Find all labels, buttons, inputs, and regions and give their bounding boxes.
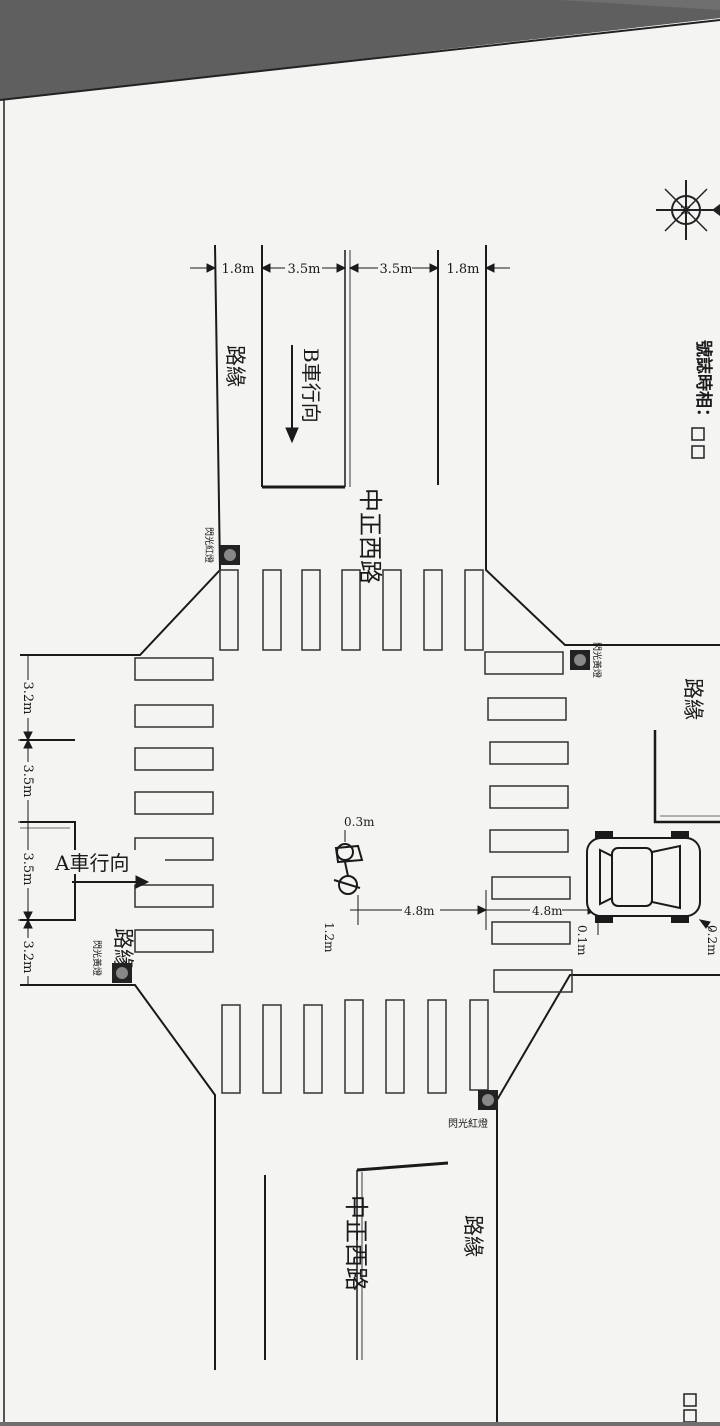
dim-moto-width: 0.3m [344,815,375,829]
vehicle-a-label: A車行向 [54,851,129,875]
dim-top-lane-2: 3.5m [379,262,412,277]
signal-nw-label: 閃光紅燈 [203,527,215,563]
signal-phase-label: 號誌時相： [693,340,714,425]
dim-top-lane-1: 3.5m [287,262,320,277]
road-name-north: 中正西路 [356,488,384,584]
car-icon [586,831,701,923]
curb-label-ne: 路緣 [681,678,705,720]
dim-center-to-car: 4.8m [532,904,563,918]
crosswalk-north [219,569,484,651]
dim-west-1: 3.2m [20,681,35,714]
west-dim-bg-4 [20,938,38,976]
dim-west-3: 3.5m [20,852,35,885]
signal-sw [112,963,132,983]
top-dimension-lines [190,263,510,273]
vehicle-a-label-bg [55,850,165,874]
signal-ne-label: 閃光黃燈 [591,642,603,678]
dim-moto-to-center: 4.8m [404,904,435,918]
dim-car-side: 0.2m [705,925,719,956]
dim-moto-offset: 1.2m [322,922,336,953]
compass-letter: N [678,205,692,216]
vehicle-b-arrow [285,345,299,444]
signal-nw [220,545,240,565]
west-dim-bg-2 [20,762,38,800]
paper-sheet [0,18,720,1422]
signal-sw-label: 閃光黃燈 [91,940,103,976]
dim-car-offset: 0.1m [575,925,589,956]
dim-top-curb-left: 1.8m [221,262,254,277]
signal-se [478,1090,498,1110]
motorcycle-icon [333,843,364,895]
crosswalk-west [134,657,214,953]
dim-west-2: 3.5m [20,764,35,797]
west-dim-bg-1 [20,680,38,718]
car-dim-lines [597,919,713,935]
vehicle-a-arrow [72,875,150,889]
curb-label-se: 路緣 [461,1215,485,1257]
road-edges [20,244,720,1422]
curb-label-nw: 路緣 [223,345,247,387]
dim-west-4: 3.2m [20,940,35,973]
vehicle-b-label: B車行向 [299,348,323,423]
west-dim-bg-3 [20,850,38,888]
signal-ne [570,650,590,670]
phase-box-1 [691,427,705,441]
phase-box-2 [691,445,705,459]
road-name-south: 中正西路 [342,1195,370,1291]
frame-border [0,19,720,101]
phase-box-3 [683,1393,697,1407]
compass-icon: N [656,180,720,240]
paper-shadow [0,0,720,100]
dim-top-curb-right: 1.8m [446,262,479,277]
crosswalk-east [484,651,573,993]
signal-se-label: 閃光紅燈 [448,1117,488,1130]
